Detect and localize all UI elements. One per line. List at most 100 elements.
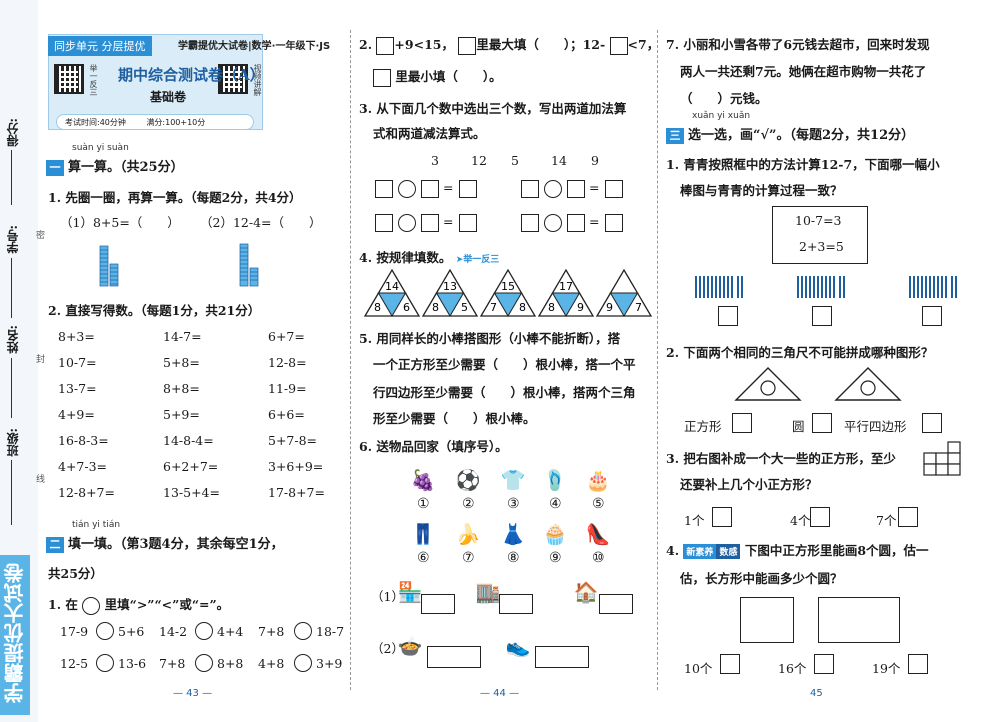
s2-pinyin: tián yi tián	[72, 520, 121, 530]
choice-box[interactable]	[814, 654, 834, 674]
q3-3b: 还要补上几个小正方形？	[680, 477, 818, 492]
page-43: 同步单元 分层提优 学霸提优大试卷|数学·一年级下·JS 举一反三 视频讲解 期…	[38, 0, 348, 722]
choice-box[interactable]	[812, 413, 832, 433]
qr-code-right[interactable]	[218, 64, 248, 94]
choice-box[interactable]	[922, 306, 942, 326]
calc-item: 10-7=	[58, 355, 97, 370]
answer-box[interactable]	[427, 646, 481, 668]
operator-circle[interactable]	[544, 214, 562, 232]
exam-title: 期中综合测试卷（A）	[118, 66, 265, 84]
option-19: 19个	[872, 661, 901, 676]
answer-box[interactable]	[499, 594, 533, 614]
binding-strip: 得分: 学号: 姓名: 班级: 学霸提优大试卷	[0, 0, 38, 722]
choice-box[interactable]	[720, 654, 740, 674]
item-label: ⑧	[507, 550, 520, 566]
exam-subtitle: 基础卷	[150, 90, 187, 104]
triangle-number: 17	[559, 280, 573, 293]
choice-box[interactable]	[732, 413, 752, 433]
q3-4-text: 下图中正方形里能画8个圆，估一	[744, 543, 929, 558]
compare-circle[interactable]	[294, 654, 312, 672]
calc-item: 6+6=	[268, 407, 305, 422]
answer-box[interactable]	[609, 36, 628, 55]
choice-box[interactable]	[712, 507, 732, 527]
number-choice: 9	[591, 153, 599, 168]
answer-box[interactable]	[535, 646, 589, 668]
calc-item: 13-5+4=	[163, 485, 220, 500]
choice-box[interactable]	[908, 654, 928, 674]
operator-circle[interactable]	[398, 214, 416, 232]
compare-circle[interactable]	[96, 622, 114, 640]
choice-box[interactable]	[922, 413, 942, 433]
cupcake-icon: 🧁	[542, 522, 568, 546]
name-line	[11, 358, 12, 418]
calc-item: 14-8-4=	[163, 433, 214, 448]
calc-item: 3+6+9=	[268, 459, 324, 474]
triangle-number: 9	[606, 301, 613, 314]
qr-left-note: 举一反三	[89, 64, 98, 96]
shirt-icon: 👕	[500, 468, 526, 492]
option-16: 16个	[778, 661, 807, 676]
method-line-1: 10-7=3	[795, 213, 842, 228]
item-label: ①	[417, 496, 430, 512]
qr-code-left[interactable]	[54, 64, 84, 94]
method-box: 10-7=3 2+3=5	[772, 206, 868, 264]
equation-box[interactable]	[421, 214, 439, 232]
q2-4-text: 4. 按规律填数。	[359, 250, 452, 265]
answer-box[interactable]	[458, 36, 477, 55]
compare-circle[interactable]	[294, 622, 312, 640]
q2-2-line2: 里最小填（ ）。	[373, 66, 502, 87]
equation-box[interactable]	[459, 180, 477, 198]
operator-circle[interactable]	[398, 180, 416, 198]
equation-box[interactable]	[521, 214, 539, 232]
triangle-number: 8	[519, 301, 526, 314]
equation-box[interactable]	[567, 214, 585, 232]
compare-right: 18-7	[316, 624, 345, 639]
section-3-heading: 三选一选，画“√”。（每题2分，共12分）	[666, 124, 914, 144]
section-2-heading: 二填一填。（第3题4分，其余每空1分，	[46, 533, 284, 553]
answer-box[interactable]	[599, 594, 633, 614]
calc-item: 13-7=	[58, 381, 97, 396]
number-choice: 5	[511, 153, 519, 168]
choice-box[interactable]	[812, 306, 832, 326]
name-label: 姓名:	[6, 325, 20, 354]
q3-4b: 估，长方形中能画多少个圆？	[680, 571, 843, 586]
divider-2	[657, 30, 658, 690]
compare-circle[interactable]	[195, 622, 213, 640]
choice-box[interactable]	[810, 507, 830, 527]
equation-box[interactable]	[421, 180, 439, 198]
calc-item: 16-8-3=	[58, 433, 109, 448]
answer-box[interactable]	[376, 36, 395, 55]
item-label: ②	[462, 496, 475, 512]
cake-icon: 🎂	[585, 468, 611, 492]
q2-4-tag: ➤举一反三	[455, 255, 500, 265]
equation-box[interactable]	[521, 180, 539, 198]
q2-7c: （ ）元钱。	[680, 91, 768, 106]
answer-box[interactable]	[373, 68, 391, 87]
choice-box[interactable]	[718, 306, 738, 326]
equation-box[interactable]	[605, 180, 623, 198]
equation-box[interactable]	[605, 214, 623, 232]
equation-box[interactable]	[375, 214, 393, 232]
q3-1b: 棒图与青青的计算过程一致？	[680, 183, 843, 198]
operator-circle[interactable]	[544, 180, 562, 198]
option-10: 10个	[684, 661, 713, 676]
calc-item: 8+3=	[58, 329, 95, 344]
equation-box[interactable]	[375, 180, 393, 198]
compare-circle[interactable]	[195, 654, 213, 672]
compare-right: 3+9	[316, 656, 343, 671]
answer-box[interactable]	[421, 594, 455, 614]
equation-box[interactable]	[567, 180, 585, 198]
compare-circle[interactable]	[96, 654, 114, 672]
q2-3b: 式和两道减法算式。	[373, 126, 486, 141]
seal-xian: 线	[36, 475, 46, 485]
exam-score: 满分:100+10分	[146, 118, 206, 127]
option-1: 1个	[684, 513, 705, 528]
new-literacy-badge: 新素养	[683, 544, 717, 559]
equation-box[interactable]	[459, 214, 477, 232]
choice-box[interactable]	[898, 507, 918, 527]
item-label: ④	[549, 496, 562, 512]
compare-right: 4+4	[217, 624, 244, 639]
estimate-rectangle	[818, 597, 900, 643]
